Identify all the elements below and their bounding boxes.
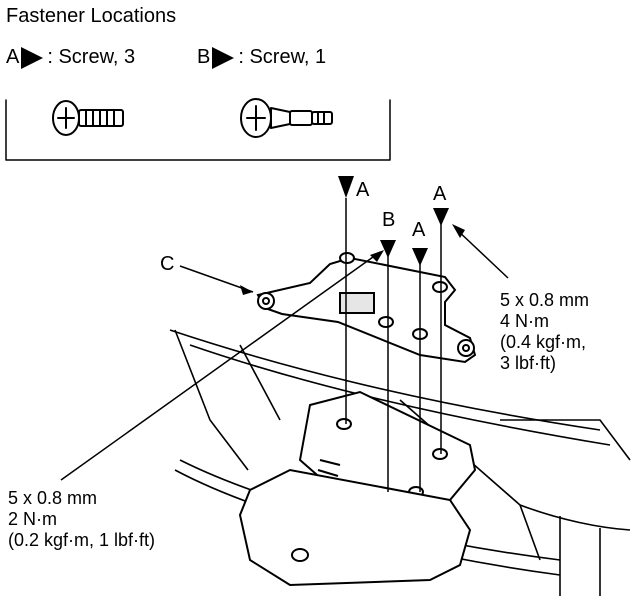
triangle-icon [212,46,235,69]
callout-right-line: 3 lbf·ft) [500,353,557,373]
legend-text-a: : Screw, 3 [47,46,136,68]
label-a-2: A [412,219,426,241]
label-b: B [382,209,396,231]
label-a-3: A [433,183,447,205]
page-title: Fastener Locations [6,5,177,27]
callout-left-line: 5 x 0.8 mm [8,488,98,508]
arrow-a3-icon [433,208,449,226]
legend-box [5,99,391,161]
triangle-icon [21,46,44,69]
callout-left-line: (0.2 kgf·m, 1 lbf·ft) [8,530,156,550]
legend-item-b: B : Screw, 1 [197,46,326,69]
legend-text-b: : Screw, 1 [238,46,327,68]
callout-left-line: 2 N·m [8,509,57,529]
callout-right-line: 5 x 0.8 mm [500,290,590,310]
screw-a-icon [52,100,124,136]
mounting-bracket [256,252,477,364]
legend-letter-a: A [6,46,20,68]
arrow-b-icon [380,240,396,258]
arrow-a2-icon [412,248,428,266]
label-c: C [160,253,175,275]
callout-right-line: 4 N·m [500,311,549,331]
arrow-a1-icon [338,176,354,198]
torque-callout-right: 5 x 0.8 mm 4 N·m (0.4 kgf·m, 3 lbf·ft) [500,290,589,374]
legend-letter-b: B [197,46,211,68]
torque-callout-left: 5 x 0.8 mm 2 N·m (0.2 kgf·m, 1 lbf·ft) [8,488,155,551]
label-a-1: A [356,179,370,201]
screw-b-icon [240,98,333,138]
callout-right-line: (0.4 kgf·m, [500,332,587,352]
latch-assembly [238,390,477,587]
legend-item-a: A : Screw, 3 [6,46,135,69]
